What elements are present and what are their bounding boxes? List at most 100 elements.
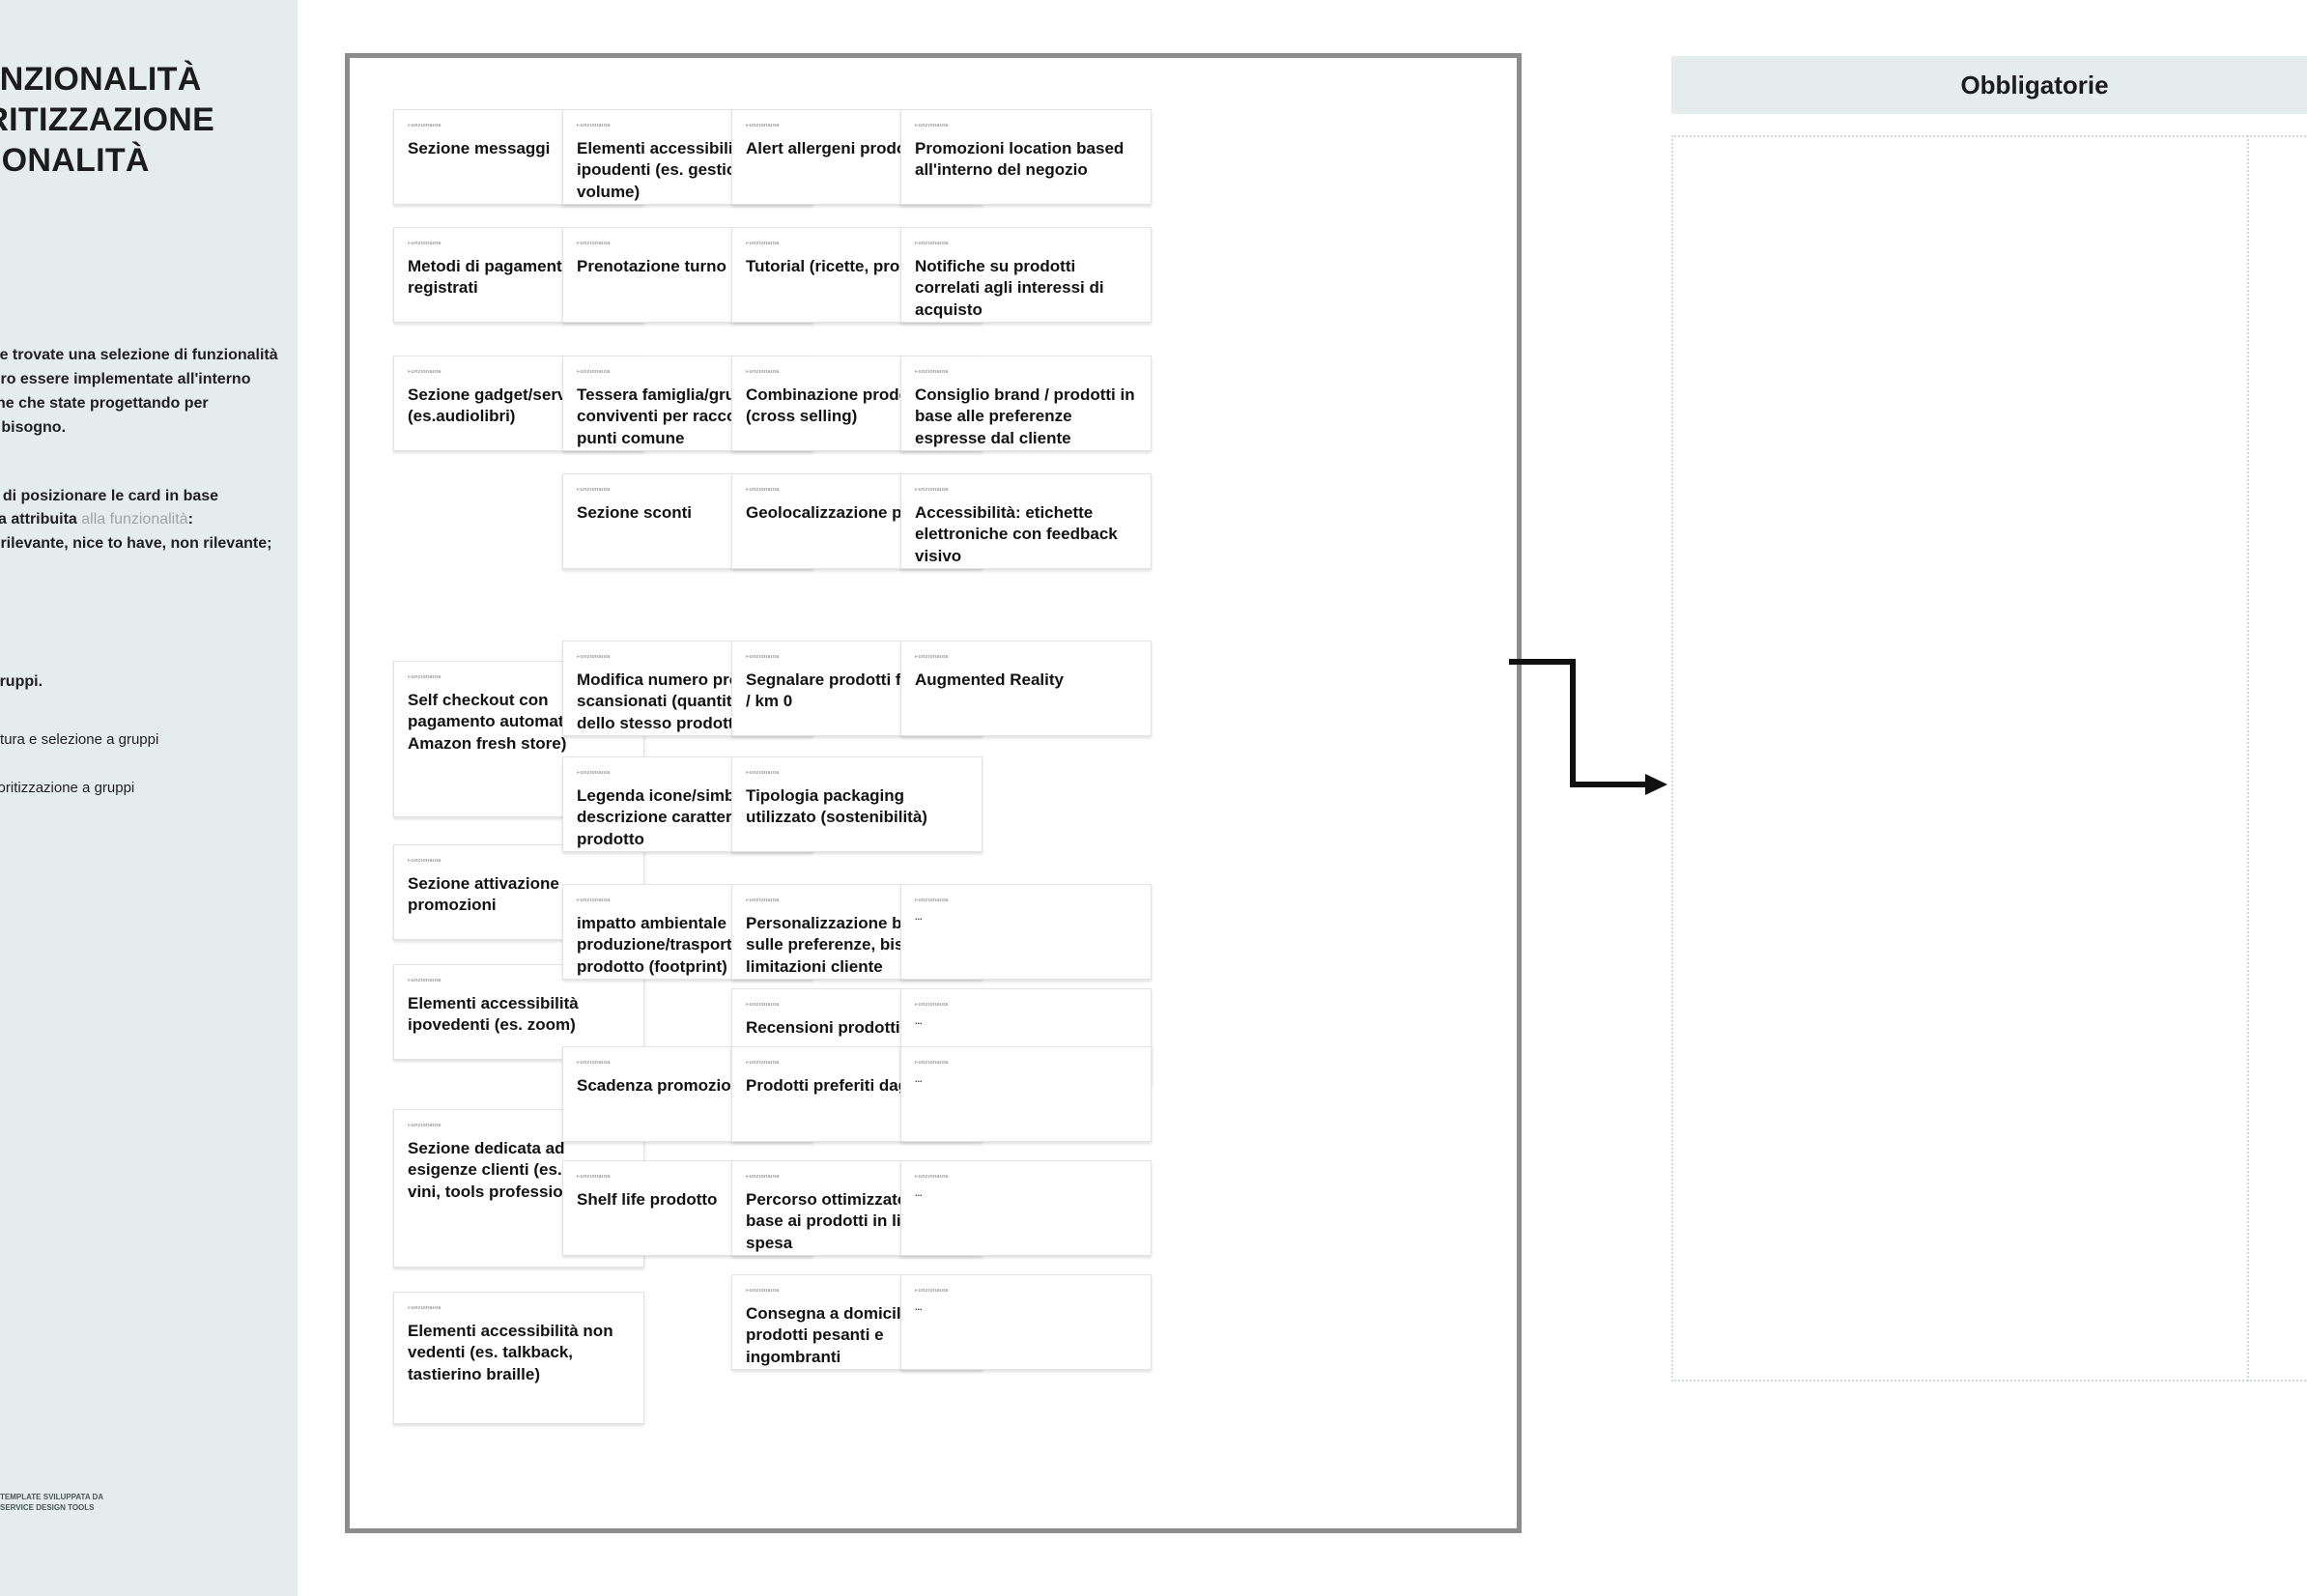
card-placeholder-dots: ...	[915, 1187, 923, 1198]
functionality-card[interactable]: Funzionalità...	[900, 1274, 1152, 1370]
page-title: LE FUNZIONALITÀ PRIORITIZZAZIONE FUNZION…	[0, 60, 298, 180]
instruction-lead: Vi chiediamo di posizionare le card in b…	[0, 487, 219, 528]
legend-item-0: 10 minuti - Lettura e selezione a gruppi	[0, 729, 290, 752]
card-title: Sezione messaggi	[408, 138, 551, 157]
panel-obbligatorie[interactable]: Obbligatorie	[1671, 56, 2307, 1382]
card-title: Alert allergeni prodotto	[746, 138, 927, 157]
card-title: Promozioni location based all'interno de…	[915, 138, 1125, 180]
card-title: Personalizzazione basata sulle preferenz…	[746, 913, 945, 977]
panel-obbligatorie-title: Obbligatorie	[1960, 70, 2109, 100]
card-tag-label: Funzionalità	[746, 488, 780, 493]
panel-next[interactable]	[2247, 56, 2307, 1382]
card-title: Tutorial (ricette, progetti)	[746, 256, 940, 275]
card-tag-label: Funzionalità	[915, 1003, 949, 1008]
card-title: Notifiche su prodotti correlati agli int…	[915, 256, 1104, 320]
card-tag-label: Funzionalità	[577, 771, 611, 776]
legend-item-1: 20 minuti - Prioritizzazione a gruppi	[0, 778, 290, 800]
sidebar-footer-credit: TEMPLATE SVILUPPATA DA SERVICE DESIGN TO…	[0, 1493, 104, 1512]
card-tag-label: Funzionalità	[577, 1061, 611, 1066]
card-tag-label: Funzionalità	[915, 1061, 949, 1066]
page-title-line-3: FUNZIONALITÀ	[0, 142, 150, 180]
card-tag-label: Funzionalità	[915, 655, 949, 660]
instruction-rest: : obbligatoria, rilevante, nice to have,…	[0, 511, 272, 553]
card-tag-label: Funzionalità	[577, 898, 611, 903]
panel-next-header	[2247, 56, 2307, 114]
card-tag-label: Funzionalità	[408, 859, 441, 864]
functionality-card[interactable]: Funzionalità...	[900, 1160, 1152, 1256]
card-tag-label: Funzionalità	[915, 242, 949, 246]
card-tag-label: Funzionalità	[746, 1003, 780, 1008]
card-tag-label: Funzionalità	[408, 1306, 441, 1311]
card-tag-label: Funzionalità	[408, 675, 441, 680]
card-title: Tessera famiglia/gruppi conviventi per r…	[577, 385, 760, 448]
card-tag-label: Funzionalità	[746, 242, 780, 246]
card-tag-label: Funzionalità	[577, 655, 611, 660]
card-tag-label: Funzionalità	[915, 898, 949, 903]
card-tag-label: Funzionalità	[915, 488, 949, 493]
card-title: Consiglio brand / prodotti in base alle …	[915, 385, 1135, 448]
card-placeholder-dots: ...	[915, 1015, 923, 1026]
card-title: Metodi di pagamento registrati	[408, 256, 572, 298]
card-tag-label: Funzionalità	[577, 242, 611, 246]
page-title-line-2: PRIORITIZZAZIONE	[0, 101, 215, 139]
card-tag-label: Funzionalità	[746, 771, 780, 776]
card-tag-label: Funzionalità	[408, 370, 441, 375]
card-title: Tipologia packaging utilizzato (sostenib…	[746, 785, 927, 827]
card-tag-label: Funzionalità	[577, 1175, 611, 1180]
card-title: Elementi accessibilità ipovedenti (es. z…	[408, 993, 579, 1035]
legend-item-1-text: - Prioritizzazione a gruppi	[0, 780, 135, 797]
card-tag-label: Funzionalità	[915, 370, 949, 375]
functionality-card[interactable]: Funzionalità...	[900, 884, 1152, 980]
instruction-muted: alla funzionalità	[81, 511, 188, 528]
left-sidebar: LE FUNZIONALITÀ PRIORITIZZAZIONE FUNZION…	[0, 0, 298, 1596]
card-tag-label: Funzionalità	[746, 655, 780, 660]
card-tag-label: Funzionalità	[408, 979, 441, 983]
card-tag-label: Funzionalità	[746, 1175, 780, 1180]
panel-obbligatorie-header: Obbligatorie	[1671, 56, 2307, 114]
intro-paragraph: Nelle template trovate una selezione di …	[0, 347, 278, 436]
card-tag-label: Funzionalità	[915, 1175, 949, 1180]
card-placeholder-dots: ...	[915, 1301, 923, 1312]
panel-obbligatorie-dropzone[interactable]	[1671, 135, 2307, 1382]
card-title: Consegna a domicilio di prodotti pesanti…	[746, 1303, 935, 1367]
card-title: Combinazione prodotti (cross selling)	[746, 385, 926, 426]
card-title: Scadenza promozioni	[577, 1075, 746, 1095]
card-tag-label: Funzionalità	[408, 242, 441, 246]
card-title: Shelf life prodotto	[577, 1189, 718, 1209]
card-title: Recensioni prodotti	[746, 1017, 900, 1037]
card-tag-label: Funzionalità	[577, 124, 611, 128]
card-tag-label: Funzionalità	[915, 124, 949, 128]
card-tag-label: Funzionalità	[746, 898, 780, 903]
card-tag-label: Funzionalità	[408, 124, 441, 128]
card-placeholder-dots: ...	[915, 911, 923, 922]
card-tag-label: Funzionalità	[746, 124, 780, 128]
legend-item-0-text: - Lettura e selezione a gruppi	[0, 730, 159, 748]
card-tag-label: Funzionalità	[577, 370, 611, 375]
card-tag-label: Funzionalità	[408, 1124, 441, 1128]
card-title: Elementi accessibilità ipoudenti (es. ge…	[577, 138, 756, 202]
instruction-paragraph: Vi chiediamo di posizionare le card in b…	[0, 485, 280, 556]
card-tag-label: Funzionalità	[746, 1061, 780, 1066]
card-title: Sezione sconti	[577, 502, 693, 522]
panel-next-dropzone[interactable]	[2247, 135, 2307, 1382]
card-title: Augmented Reality	[915, 670, 1064, 689]
card-title: Elementi accessibilità non vedenti (es. …	[408, 1321, 613, 1384]
card-title: Modifica numero prodotti scansionati (qu…	[577, 670, 775, 733]
card-tag-label: Funzionalità	[915, 1289, 949, 1294]
card-title: Accessibilità: etichette elettroniche co…	[915, 502, 1118, 566]
card-title: Sezione attivazione promozioni	[408, 873, 559, 915]
card-tag-label: Funzionalità	[746, 1289, 780, 1294]
legend-heading: Lavorate in gruppi.	[0, 672, 43, 690]
card-placeholder-dots: ...	[915, 1073, 923, 1084]
functionality-card[interactable]: Funzionalità...	[900, 1046, 1152, 1142]
card-tag-label: Funzionalità	[746, 370, 780, 375]
